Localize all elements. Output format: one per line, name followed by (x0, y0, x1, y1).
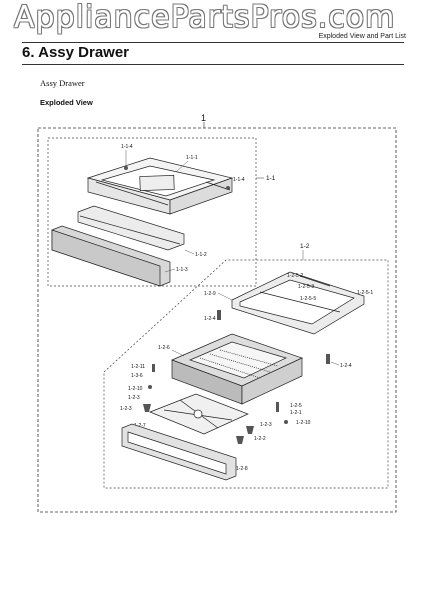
leader-line (164, 268, 176, 273)
leader-line (217, 292, 233, 301)
watermark-text: AppliancePartsPros.com (14, 0, 396, 35)
washer-part (148, 385, 152, 389)
leader-line (175, 160, 189, 173)
callout-1-1-4b: 1-1-4 (233, 177, 245, 183)
leader-line (184, 249, 195, 255)
leader-line (171, 349, 185, 357)
pin-part (152, 364, 155, 372)
slide-rail-frame (231, 271, 365, 335)
bolt-part (326, 354, 330, 364)
callout-1-2-8: 1-2-8 (236, 466, 248, 472)
callout-1-2-7: 1-2-7 (134, 423, 146, 429)
subassembly-1-2-outline (103, 259, 389, 489)
callout-1-3-6: 1-3-6 (131, 373, 143, 379)
front-bracket (121, 423, 237, 481)
callout-1-2-5-5: 1-2-5-5 (300, 296, 316, 302)
foot-part (236, 436, 244, 444)
callout-1-1-3: 1-1-3 (176, 267, 188, 273)
title-underline (22, 64, 404, 65)
header-section-label: Exploded View and Part List (318, 33, 406, 40)
callout-1-1-2: 1-1-2 (195, 252, 207, 258)
callout-1-2-3b: 1-2-3 (120, 406, 132, 412)
top-rule (22, 42, 404, 43)
callout-1-2-11: 1-2-11 (131, 364, 145, 370)
bolt-part (217, 310, 221, 320)
callout-1-2-3c: 1-2-3 (260, 422, 272, 428)
assembly-outline (37, 127, 397, 513)
callout-1-2-5: 1-2-5 (290, 403, 302, 409)
callout-1-2-1: 1-2-1 (290, 410, 302, 416)
front-panel-bracket (77, 205, 185, 251)
screw-part (226, 186, 230, 190)
callout-1-2-10a: 1-2-10 (128, 386, 143, 392)
callout-1-2-5-2: 1-2-5-2 (287, 273, 303, 279)
bottom-cover-plate (149, 393, 249, 435)
section-title: 6. Assy Drawer (22, 44, 130, 61)
pin-part (276, 402, 279, 412)
screw-part (124, 166, 128, 170)
callout-1-2-2: 1-2-2 (254, 436, 266, 442)
foot-part (143, 404, 151, 412)
washer-part (284, 420, 288, 424)
callout-1-2-10b: 1-2-10 (296, 420, 311, 426)
callout-1-2-4a: 1-2-4 (204, 316, 216, 322)
subassembly-1-1-outline (47, 137, 257, 287)
callout-1-2-3a: 1-2-3 (128, 395, 140, 401)
subheading: Exploded View (40, 98, 93, 107)
callout-1-2: 1-2 (300, 243, 310, 250)
drawer-basket (171, 333, 303, 405)
subtitle: Assy Drawer (40, 78, 85, 88)
foot-part (246, 426, 254, 434)
callout-1-2-6: 1-2-6 (158, 345, 170, 351)
callout-1-2-9: 1-2-9 (204, 291, 216, 297)
callout-1-2-5-1: 1-2-5-1 (357, 290, 373, 296)
callout-1-1-4a: 1-1-4 (121, 144, 133, 150)
drawer-frame (86, 157, 234, 215)
callout-1: 1 (201, 113, 206, 123)
leader-line (330, 361, 340, 366)
callout-1-1-1: 1-1-1 (186, 155, 198, 161)
drawer-front-panel (51, 225, 171, 287)
callout-1-2-5-3: 1-2-5-3 (298, 284, 314, 290)
callout-1-1: 1-1 (266, 175, 276, 182)
callout-1-2-4b: 1-2-4 (340, 363, 352, 369)
